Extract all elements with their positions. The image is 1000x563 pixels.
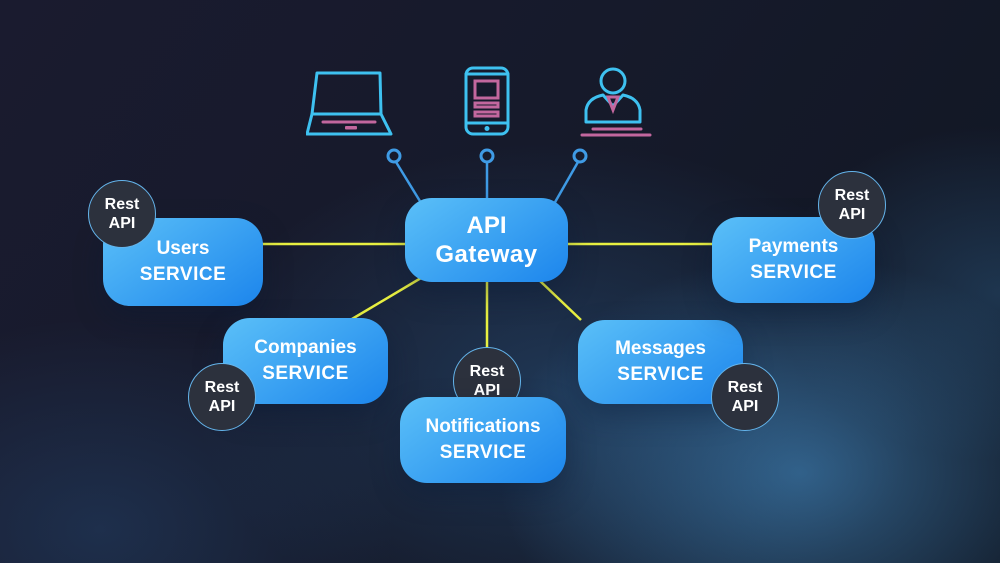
laptop-connector-dot (386, 148, 402, 164)
smartphone-icon (464, 66, 510, 136)
badge-label: API (208, 398, 236, 415)
node-label: SERVICE (750, 262, 837, 283)
badge-label: Rest (204, 379, 240, 396)
service-node-companies: Companies SERVICE (223, 318, 388, 404)
badge-label: Rest (834, 187, 870, 204)
api-gateway-node: API Gateway (405, 198, 568, 282)
node-label: Messages (615, 338, 706, 359)
node-label: SERVICE (262, 363, 349, 384)
node-label: SERVICE (617, 364, 704, 385)
link-gateway-companies (351, 276, 422, 321)
badge-label: Rest (104, 196, 140, 213)
rest-api-badge-users: Rest API (88, 180, 156, 248)
node-label: Gateway (435, 241, 538, 268)
node-label: Users (156, 238, 210, 259)
badge-label: API (473, 382, 501, 399)
badge-label: Rest (469, 363, 505, 380)
badge-label: API (108, 215, 136, 232)
link-gateway-messages (538, 279, 582, 321)
smartphone-connector-dot (479, 148, 495, 164)
rest-api-badge-payments: Rest API (818, 171, 886, 239)
badge-label: Rest (727, 379, 763, 396)
node-label: SERVICE (139, 264, 227, 285)
node-label: SERVICE (439, 442, 527, 463)
service-node-users: Users SERVICE (103, 218, 263, 306)
node-label: Companies (254, 337, 357, 358)
node-label: Notifications (425, 416, 541, 437)
person-icon (580, 67, 652, 137)
laptop-icon (306, 71, 393, 136)
badge-label: API (838, 206, 866, 223)
node-label: Payments (748, 236, 839, 257)
rest-api-badge-companies: Rest API (188, 363, 256, 431)
rest-api-badge-messages: Rest API (711, 363, 779, 431)
badge-label: API (731, 398, 759, 415)
service-node-notifications: Notifications SERVICE (400, 397, 566, 483)
node-label: API (466, 212, 507, 239)
person-connector-dot (572, 148, 588, 164)
